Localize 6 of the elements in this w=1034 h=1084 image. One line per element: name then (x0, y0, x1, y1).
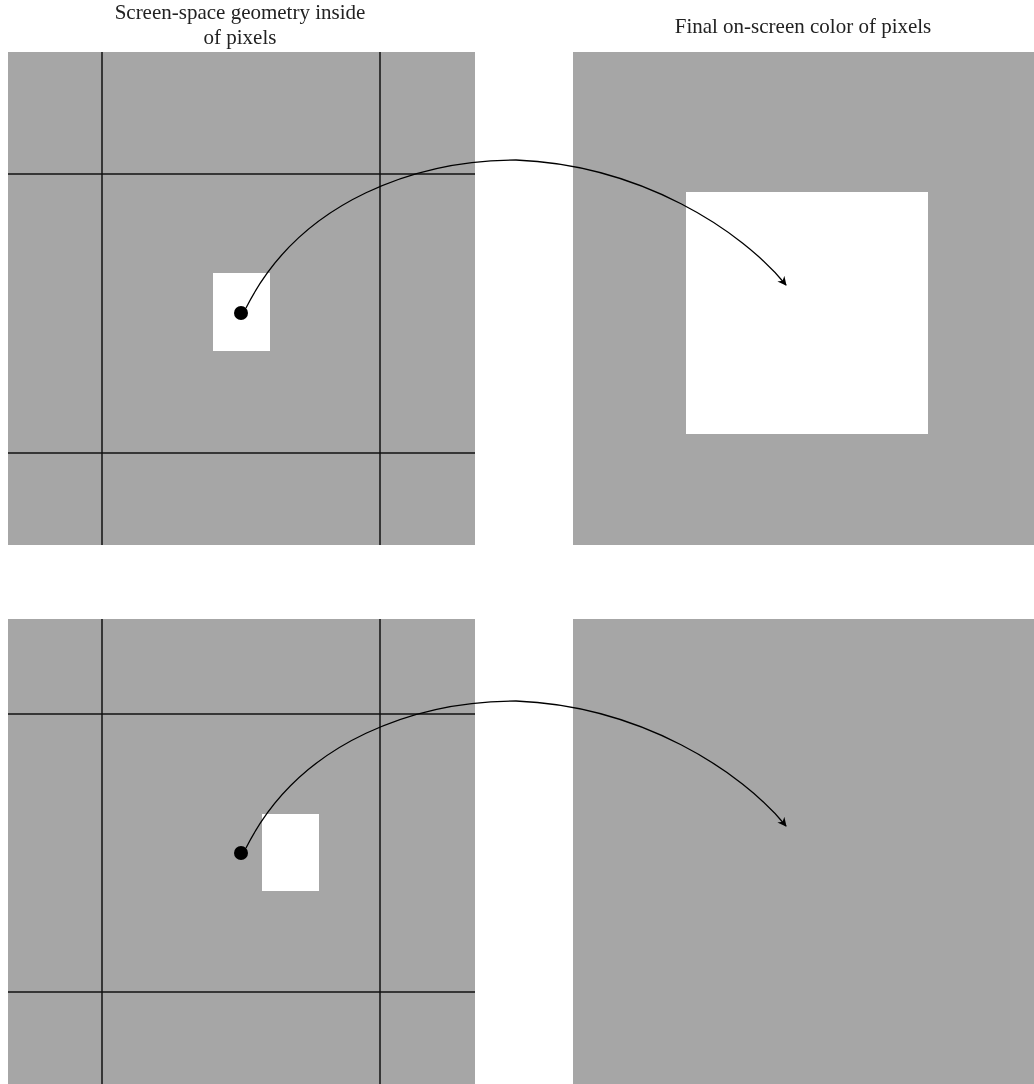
arrow (245, 159, 787, 309)
column-heading: Screen-space geometry inside of pixels (113, 0, 367, 50)
pixel-panel (573, 619, 1034, 1084)
pixel-color-square (686, 192, 928, 434)
column-heading: Final on-screen color of pixels (673, 14, 933, 39)
arrow (245, 700, 787, 849)
